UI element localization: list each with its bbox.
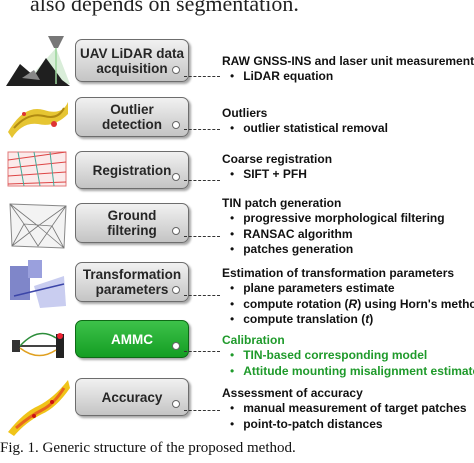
connector-line bbox=[184, 76, 220, 77]
description-accuracy: Assessment of accuracy manual measuremen… bbox=[222, 386, 467, 432]
step-box-outlier: Outlier detection bbox=[75, 97, 189, 137]
connector-dot bbox=[172, 227, 180, 235]
connector-dot bbox=[172, 400, 180, 408]
description-ground-filtering: TIN patch generation progressive morphol… bbox=[222, 196, 445, 258]
connector-dot bbox=[172, 173, 180, 181]
step-box-ammc: AMMC bbox=[75, 320, 189, 358]
description-outlier: Outliers outlier statistical removal bbox=[222, 106, 388, 137]
connector-dot bbox=[172, 342, 180, 350]
connector-line bbox=[184, 180, 220, 181]
connector-line bbox=[184, 351, 220, 352]
drone-scan-icon bbox=[6, 36, 70, 86]
step-box-transformation: Transformation parameters bbox=[75, 262, 189, 302]
tin-mesh-icon bbox=[9, 203, 67, 249]
calibration-rig-icon bbox=[12, 332, 64, 358]
registration-lines-icon bbox=[7, 151, 67, 187]
step-box-ground-filtering: Ground filtering bbox=[75, 203, 189, 243]
point-cloud-yellow-icon bbox=[8, 102, 68, 138]
connector-dot bbox=[172, 286, 180, 294]
connector-line bbox=[184, 129, 220, 130]
connector-dot bbox=[172, 66, 180, 74]
description-ammc: Calibration TIN-based corresponding mode… bbox=[222, 333, 474, 379]
step-box-acquisition: UAV LiDAR data acquisition bbox=[75, 39, 189, 82]
step-box-accuracy: Accuracy bbox=[75, 378, 189, 416]
description-transformation: Estimation of transformation parameters … bbox=[222, 266, 474, 328]
step-box-registration: Registration bbox=[75, 151, 189, 189]
description-acquisition: RAW GNSS-INS and laser unit measurements… bbox=[222, 54, 474, 85]
connector-line bbox=[184, 410, 220, 411]
description-registration: Coarse registration SIFT + PFH bbox=[222, 152, 332, 183]
connector-line bbox=[184, 295, 220, 296]
connector-dot bbox=[172, 121, 180, 129]
top-text: also depends on segmentation. bbox=[30, 0, 299, 16]
connector-line bbox=[184, 236, 220, 237]
figure-caption: Fig. 1. Generic structure of the propose… bbox=[0, 440, 296, 456]
accuracy-heatmap-icon bbox=[8, 380, 70, 436]
transform-blue-icon bbox=[10, 260, 66, 308]
